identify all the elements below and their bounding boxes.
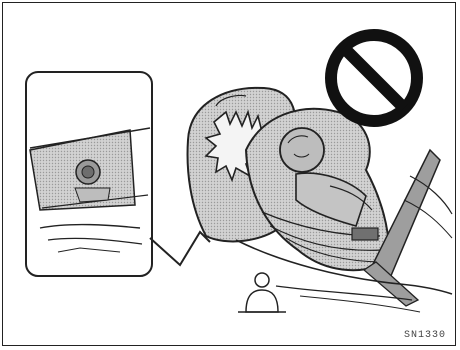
zoom-connector [150, 232, 210, 265]
airbag-detail-inset [26, 72, 152, 276]
figure-code: SN1330 [404, 330, 446, 341]
occupant-pictogram-icon [238, 273, 286, 312]
belt-buckle [352, 228, 378, 240]
child-restraint-system [246, 109, 389, 270]
child-head [280, 128, 324, 172]
prohibition-icon [331, 35, 417, 121]
